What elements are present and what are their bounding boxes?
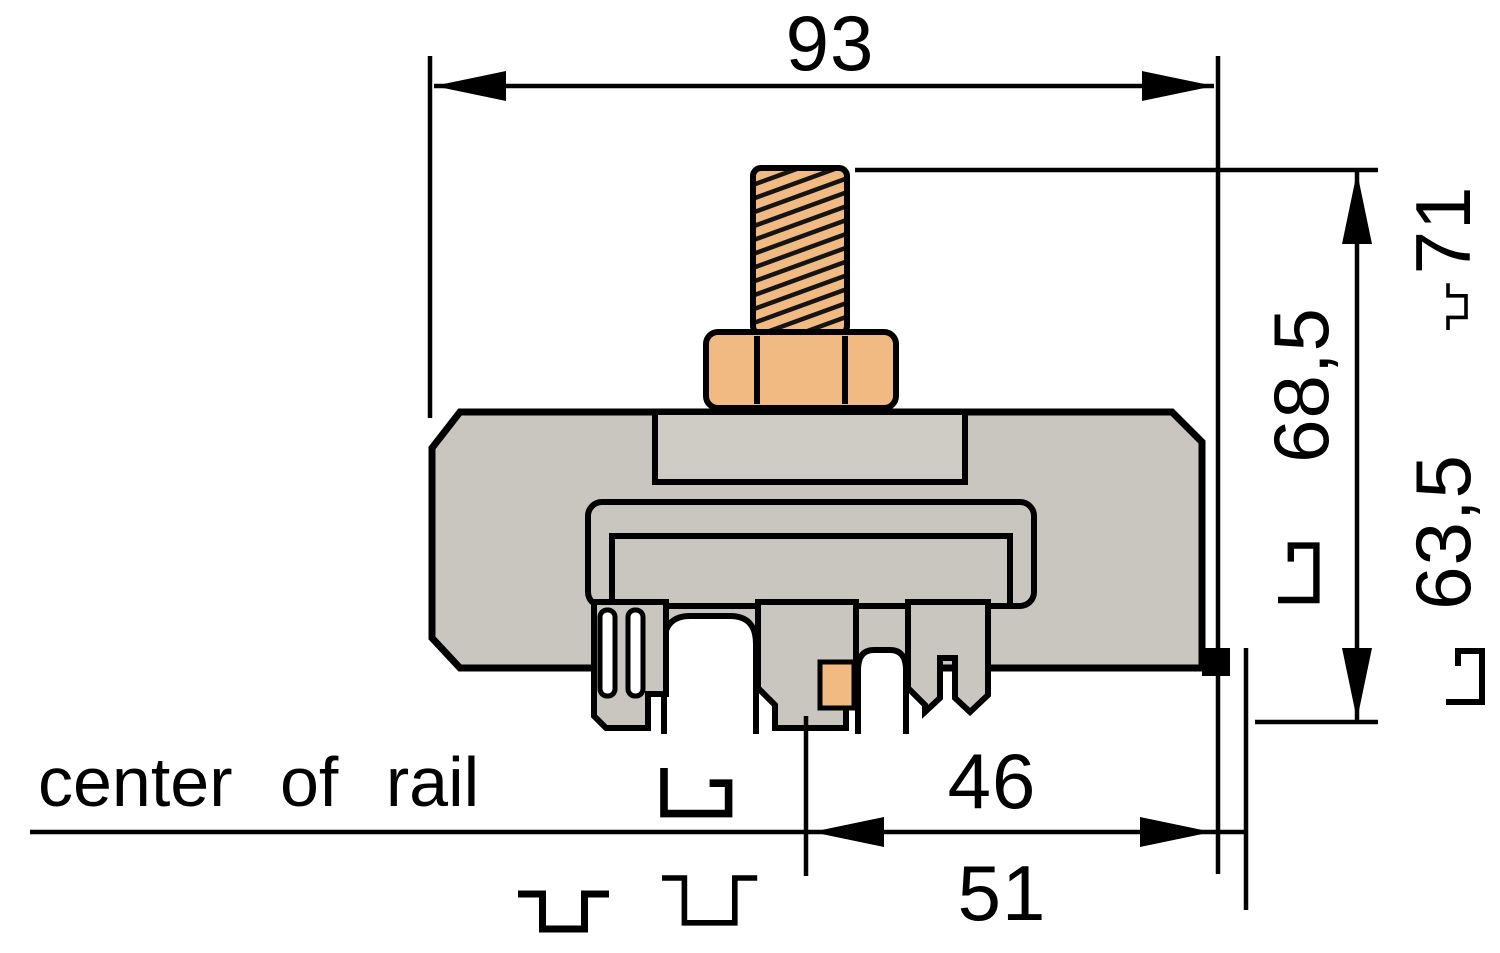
top-hat-rail-profile-icon xyxy=(662,878,757,923)
dimension-51-label: 51 xyxy=(958,849,1047,937)
clip-foot-right xyxy=(905,599,991,719)
clip-slot xyxy=(625,607,646,699)
dimension-arrow-icon xyxy=(1342,172,1372,244)
center-of-rail-label: center of rail xyxy=(38,743,479,821)
clip-gap-right xyxy=(855,647,909,734)
threaded-stud xyxy=(750,165,850,337)
clip-slot xyxy=(597,607,618,699)
rail-channel-inner xyxy=(609,533,1013,609)
dimension-arrow-icon xyxy=(1142,71,1214,101)
clip-gap-left xyxy=(661,613,759,734)
top-hat-rail-profile-icon xyxy=(1446,281,1468,332)
dimension-arrow-icon xyxy=(1140,817,1212,847)
top-hat-rail-profile-icon xyxy=(518,894,609,929)
dimension-63-5-label: 63,5 xyxy=(1399,454,1487,610)
dimension-arrow-icon xyxy=(434,71,506,101)
dimension-arrow-icon xyxy=(812,817,884,847)
dimension-46-label: 46 xyxy=(948,737,1037,825)
marking-plate xyxy=(652,409,968,485)
dimension-93-label: 93 xyxy=(786,0,875,87)
dimension-arrow-icon xyxy=(1342,648,1372,720)
dimension-68-5-label: 68,5 xyxy=(1257,307,1345,463)
dimension-71-label: 71 xyxy=(1399,186,1487,275)
g-rail-profile-icon xyxy=(1278,546,1316,600)
g-rail-profile-icon xyxy=(1446,651,1482,702)
g-rail-profile-icon xyxy=(664,768,729,814)
clip-latch xyxy=(817,659,857,711)
hex-nut xyxy=(703,329,899,411)
